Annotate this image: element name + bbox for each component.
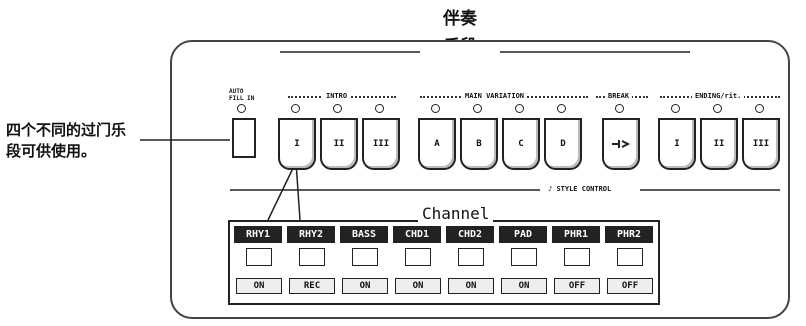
- ending-2-button[interactable]: II: [700, 118, 738, 170]
- channel-name: PHR1: [552, 226, 600, 243]
- intro-3-button[interactable]: III: [362, 118, 400, 170]
- channel-name: PHR2: [605, 226, 653, 243]
- main-d-button[interactable]: D: [544, 118, 582, 170]
- intro-2-button[interactable]: II: [320, 118, 358, 170]
- channel-state-button[interactable]: ON: [236, 278, 282, 294]
- break-label: BREAK: [605, 92, 633, 100]
- autofill-button[interactable]: [232, 118, 256, 158]
- channel-strip: BASS ON: [340, 226, 388, 298]
- main-b-button[interactable]: B: [460, 118, 498, 170]
- channel-name: CHD2: [446, 226, 494, 243]
- main-c-led: [515, 104, 524, 113]
- strings-icon[interactable]: [511, 248, 537, 266]
- channel-state-button[interactable]: ON: [448, 278, 494, 294]
- bass-icon[interactable]: [352, 248, 378, 266]
- channel-state-button[interactable]: ON: [395, 278, 441, 294]
- break-button[interactable]: [602, 118, 640, 170]
- channel-name: BASS: [340, 226, 388, 243]
- channel-name: PAD: [499, 226, 547, 243]
- main-d-led: [557, 104, 566, 113]
- break-led: [615, 104, 624, 113]
- ending-1-led: [671, 104, 680, 113]
- channel-state-button[interactable]: ON: [501, 278, 547, 294]
- ending-label: ENDING/rit.: [692, 92, 745, 100]
- fill-in-note: 四个不同的过门乐段可供使用。: [6, 121, 127, 160]
- channel-name: RHY1: [234, 226, 282, 243]
- phrase-icon[interactable]: [564, 248, 590, 266]
- intro-label: INTRO: [323, 92, 351, 100]
- main-a-button[interactable]: A: [418, 118, 456, 170]
- autofill-label: AUTO FILL IN: [226, 88, 262, 102]
- main-a-led: [431, 104, 440, 113]
- intro-3-led: [375, 104, 384, 113]
- phrase-icon[interactable]: [617, 248, 643, 266]
- ending-1-button[interactable]: I: [658, 118, 696, 170]
- title-line-1: 伴奏: [443, 9, 477, 29]
- style-control-label: ♪ STYLE CONTROL: [545, 185, 615, 193]
- ending-2-led: [713, 104, 722, 113]
- intro-2-led: [333, 104, 342, 113]
- drum-icon[interactable]: [246, 248, 272, 266]
- channel-state-button[interactable]: ON: [342, 278, 388, 294]
- channel-name: RHY2: [287, 226, 335, 243]
- main-b-led: [473, 104, 482, 113]
- break-icon: [612, 140, 631, 148]
- channel-name: CHD1: [393, 226, 441, 243]
- intro-1-led: [291, 104, 300, 113]
- intro-1-button[interactable]: I: [278, 118, 316, 170]
- channel-title: Channel: [418, 204, 494, 223]
- style-control-icon: ♪: [548, 185, 553, 193]
- channel-state-button[interactable]: OFF: [607, 278, 653, 294]
- main-variation-label: MAIN VARIATION: [462, 92, 528, 100]
- piano-icon[interactable]: [458, 248, 484, 266]
- channel-state-button[interactable]: REC: [289, 278, 335, 294]
- channel-state-button[interactable]: OFF: [554, 278, 600, 294]
- main-c-button[interactable]: C: [502, 118, 540, 170]
- autofill-led: [237, 104, 246, 113]
- channel-strip: PAD ON: [499, 226, 547, 298]
- ending-3-led: [755, 104, 764, 113]
- ending-3-button[interactable]: III: [742, 118, 780, 170]
- guitar-icon[interactable]: [405, 248, 431, 266]
- drum-icon[interactable]: [299, 248, 325, 266]
